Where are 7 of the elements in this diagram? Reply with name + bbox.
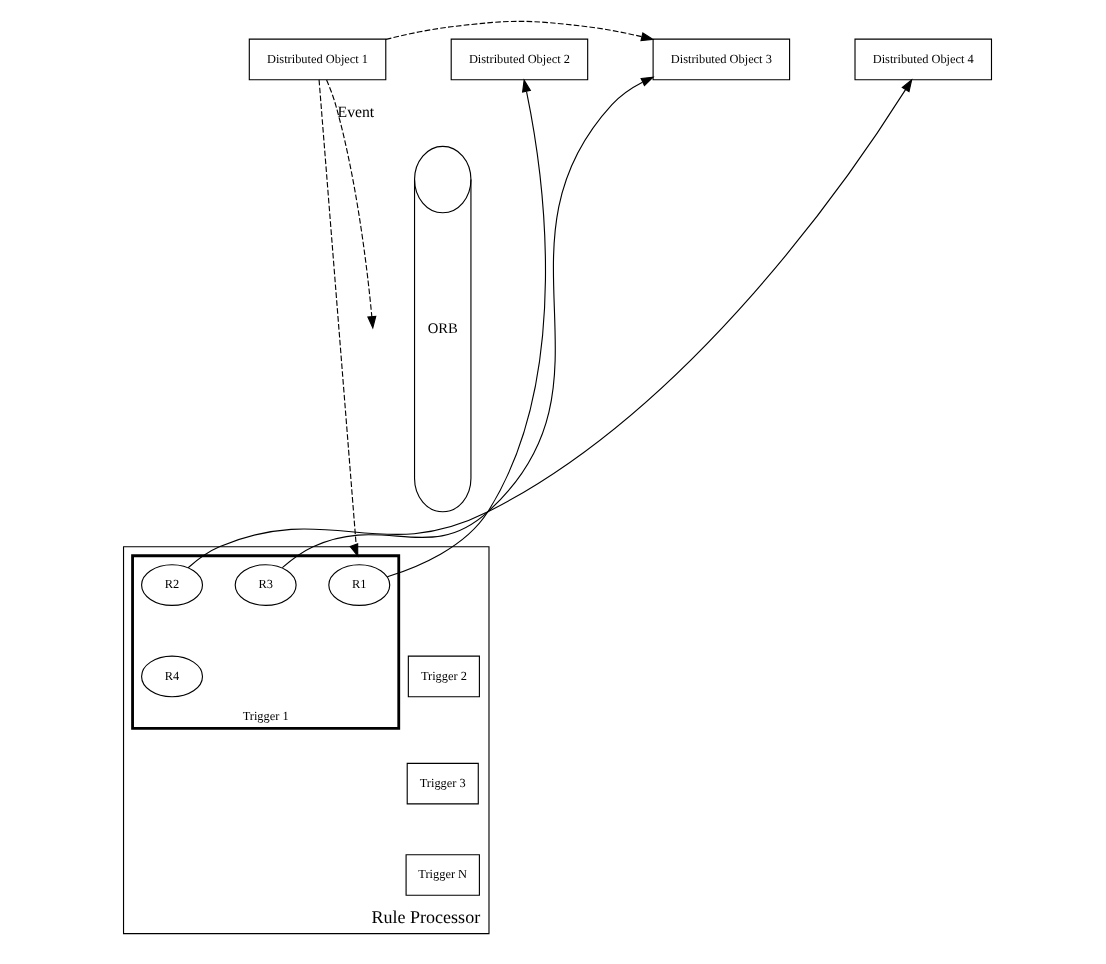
arrow — [326, 79, 377, 330]
edge-label: Event — [337, 103, 375, 122]
arrow — [187, 78, 913, 569]
arrow — [385, 20, 655, 42]
arrow — [318, 79, 359, 558]
arrow — [281, 76, 655, 569]
arrow — [386, 78, 546, 578]
